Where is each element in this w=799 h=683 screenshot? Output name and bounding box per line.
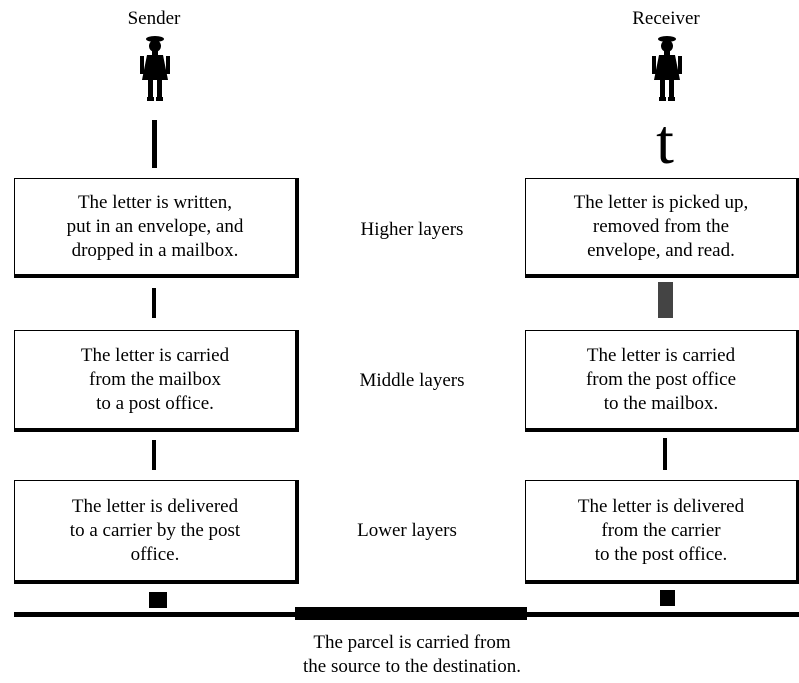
layer-label-lower: Lower layers <box>357 520 457 541</box>
layer-label-middle: Middle layers <box>359 370 465 391</box>
receiver-connector-top: t <box>656 106 674 177</box>
caption: The parcel is carried from the source to… <box>303 632 521 677</box>
receiver-connector-bottom <box>660 590 675 606</box>
sender-label: Sender <box>127 8 181 29</box>
sender-connector-mid <box>152 288 156 318</box>
receiver-connector-low <box>663 438 667 470</box>
receiver-person-icon <box>652 36 682 101</box>
sender-connector-low <box>152 440 156 470</box>
sender-box-lower: The letter is delivered to a carrier by … <box>14 480 299 584</box>
layer-label-higher: Higher layers <box>360 219 464 240</box>
sender-connector-top <box>152 120 157 168</box>
sender-connector-bottom <box>149 592 167 608</box>
sender-box-higher: The letter is written, put in an envelop… <box>14 178 299 278</box>
receiver-box-higher: The letter is picked up, removed from th… <box>525 178 799 278</box>
receiver-connector-mid <box>658 282 673 318</box>
receiver-box-middle: The letter is carried from the post offi… <box>525 330 799 432</box>
receiver-box-lower: The letter is delivered from the carrier… <box>525 480 799 584</box>
receiver-label: Receiver <box>632 8 700 29</box>
parcel-bar <box>295 607 527 620</box>
sender-person-icon <box>140 36 170 101</box>
sender-box-middle: The letter is carried from the mailbox t… <box>14 330 299 432</box>
